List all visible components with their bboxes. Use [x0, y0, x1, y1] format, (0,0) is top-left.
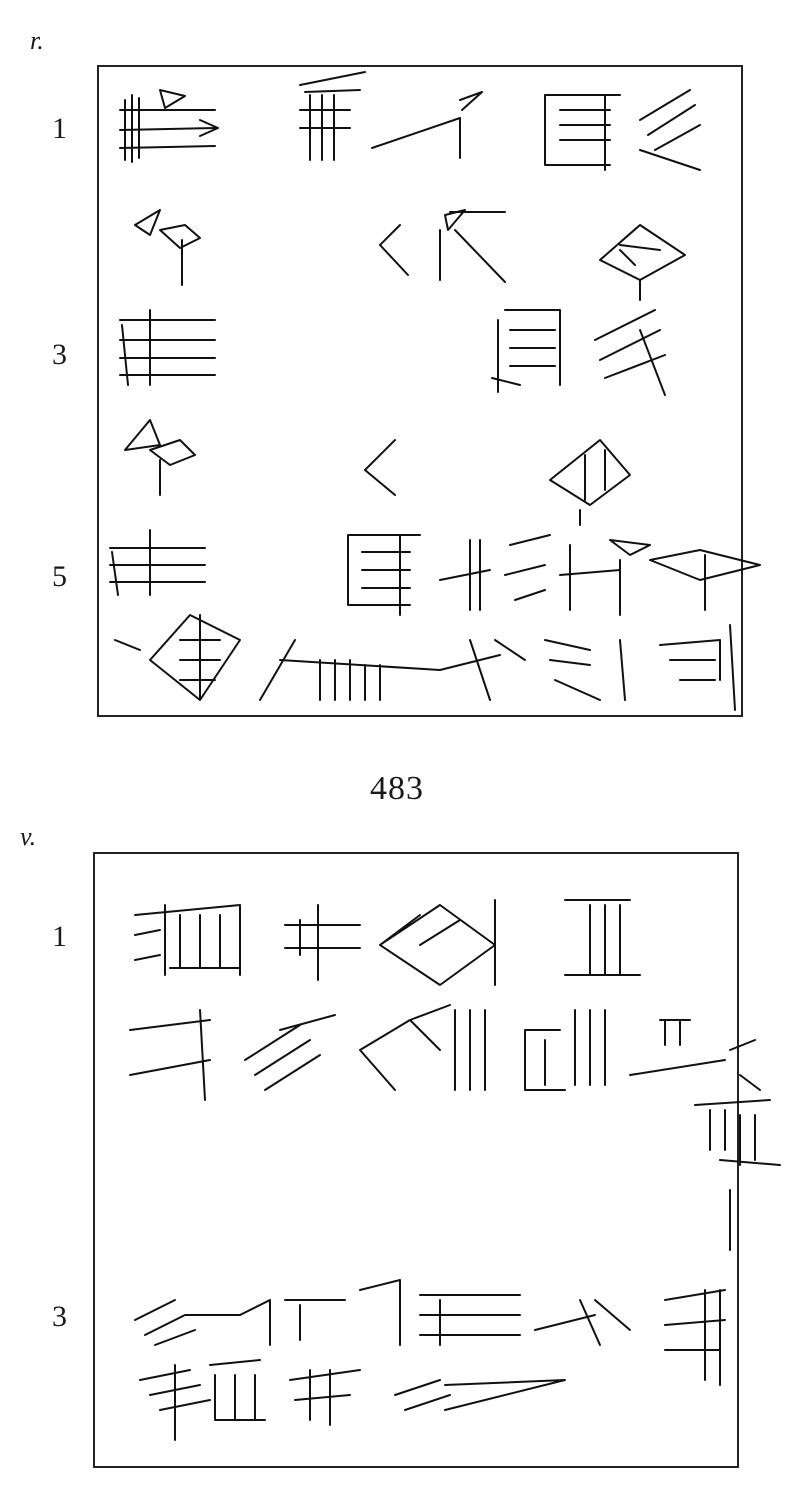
- obverse-line-number-5: 5: [52, 560, 67, 593]
- obverse-side-label: r.: [30, 26, 44, 55]
- reverse-line-1-signs: [134, 899, 641, 986]
- reverse-line-number-1: 1: [52, 920, 67, 953]
- obverse-line-2-signs: [134, 209, 686, 301]
- obverse-line-1-signs: [119, 71, 701, 171]
- obverse-line-6-signs: [114, 614, 736, 711]
- tablet-number: 483: [370, 770, 424, 807]
- reverse-tablet-frame: [93, 852, 739, 1468]
- reverse-line-3-signs: [134, 1279, 726, 1386]
- reverse-line-2-continuation-signs: [694, 1099, 781, 1251]
- obverse-line-4-signs: [124, 419, 631, 526]
- reverse-side-label: v.: [20, 822, 37, 851]
- obverse-line-number-1: 1: [52, 112, 67, 145]
- obverse-tablet-frame: [97, 65, 743, 717]
- reverse-line-2-signs: [129, 1004, 761, 1101]
- obverse-line-number-3: 3: [52, 338, 67, 371]
- obverse-line-3-signs: [119, 309, 666, 396]
- reverse-line-number-3: 3: [52, 1300, 67, 1333]
- reverse-line-4-signs: [139, 1359, 566, 1441]
- obverse-line-5-signs: [109, 529, 761, 616]
